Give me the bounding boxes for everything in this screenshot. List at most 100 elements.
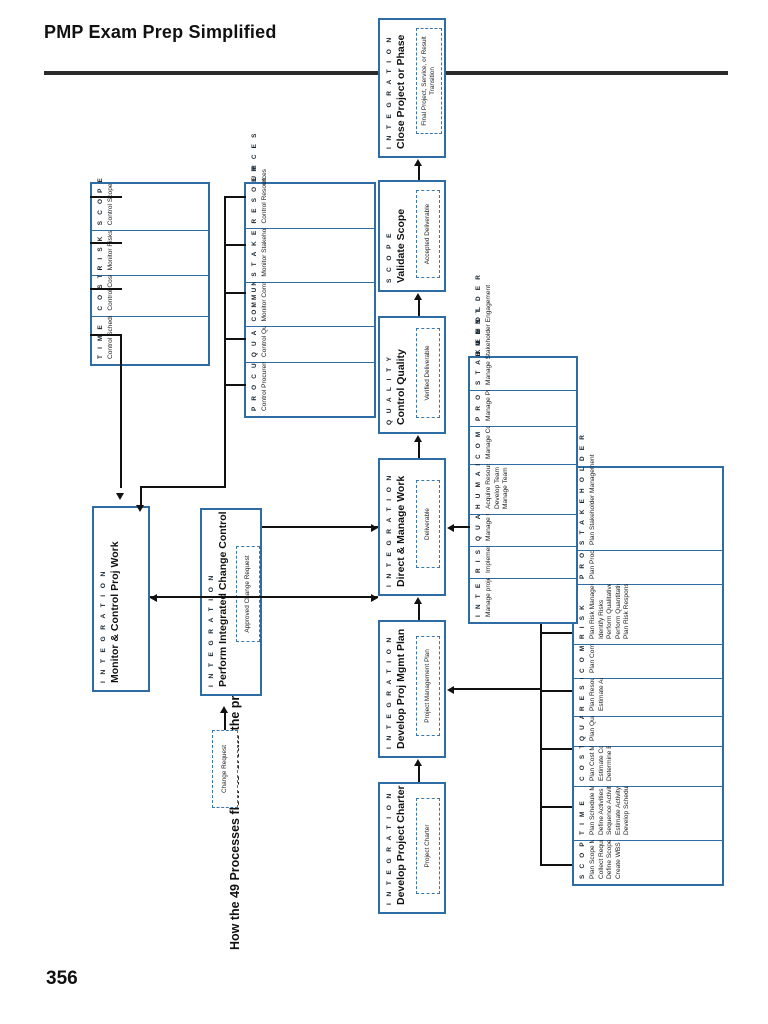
ka-group-cell: Q U A L I T Y Control Quality bbox=[246, 291, 374, 363]
connector-controlquality-to-validatescope bbox=[418, 299, 420, 316]
input-change-request: Change Request bbox=[212, 730, 238, 808]
process-direct-and-manage-work: I N T E G R A T I O N Direct & Manage Wo… bbox=[378, 458, 446, 596]
ka-group-cell: H U M A N R E S O U R C E Acquire Resour… bbox=[470, 373, 576, 514]
figure-rotated-canvas: How the 49 Processes flow to create the … bbox=[0, 18, 768, 958]
process-name: Direct & Manage Work bbox=[395, 475, 407, 587]
arrowhead bbox=[136, 505, 144, 512]
output-verified-deliverable: Verified Deliverable bbox=[416, 328, 440, 418]
ka-group-cell: S t a k e h o l d e r Monitor Stakeholde… bbox=[246, 165, 374, 282]
process-item: Monitor Risks bbox=[107, 230, 114, 271]
process-item: Manage Stakeholder Engagement bbox=[485, 284, 492, 385]
process-item: Define Activities bbox=[597, 788, 605, 835]
ka-label: T I M E bbox=[97, 323, 104, 359]
process-close-project-or-phase: I N T E G R A T I O N Close Project or P… bbox=[378, 18, 446, 158]
planning-bus-drop-4 bbox=[540, 690, 572, 692]
planning-bus-drop-3 bbox=[540, 748, 572, 750]
monitoring-upper-bus bbox=[120, 336, 122, 488]
ka-group-cell: S T A K E H O L D E R Manage Stakeholder… bbox=[470, 272, 576, 390]
process-item: Plan Risk Management bbox=[589, 570, 596, 639]
process-control-quality: Q U A L I T Y Control Quality Verified D… bbox=[378, 316, 446, 434]
process-name: Develop Proj Mgmt Plan bbox=[395, 628, 407, 749]
monitoring-lower-drop-3 bbox=[224, 292, 246, 294]
ka-group-cell: P R O C U R E M E N T Manage Procurement bbox=[470, 307, 576, 426]
process-item: Create WBS bbox=[614, 842, 622, 879]
process-name: Develop Project Charter bbox=[395, 785, 407, 905]
ka-label: I N T E G R A T I O N bbox=[386, 635, 393, 749]
monitoring-lower-to-mc bbox=[140, 486, 142, 506]
output-project-management-plan: Project Management Plan bbox=[416, 636, 440, 736]
ka-label: P R O C U R E M E N T bbox=[251, 297, 258, 411]
ka-label: COMMUNICATIONS bbox=[251, 231, 258, 321]
process-item: Manage Communications bbox=[485, 384, 494, 459]
ka-label: I N T E G R A T I O N bbox=[100, 569, 107, 683]
connector-charter-to-plan bbox=[418, 765, 420, 782]
process-item: Sequence Activities bbox=[606, 777, 614, 835]
output-deliverable: Deliverable bbox=[416, 480, 440, 568]
ka-label: S C O P E bbox=[386, 231, 393, 283]
ka-label: C O S T bbox=[579, 742, 586, 781]
process-perform-integrated-change-control: I N T E G R A T I O N Perform Integrated… bbox=[200, 508, 262, 696]
connector-changerequest-to-picc bbox=[224, 712, 226, 730]
process-item: Monitor Communications bbox=[261, 248, 268, 322]
process-item: Determine Budget bbox=[606, 727, 614, 781]
ka-label: R I S K S bbox=[97, 223, 104, 271]
ka-label: H U M A N R E S O U R C E bbox=[475, 373, 482, 509]
output-approved-change-request: Approved Change Request bbox=[236, 546, 260, 642]
ka-group-cell: R I S K Plan Risk Management Identify Ri… bbox=[574, 538, 722, 644]
monitoring-lower-drop-2 bbox=[224, 338, 246, 340]
process-monitor-and-control-proj-work: I N T E G R A T I O N Monitor & Control … bbox=[92, 506, 150, 692]
monitoring-upper-drop-2 bbox=[90, 288, 122, 290]
process-item: Plan Communications Management bbox=[589, 569, 598, 673]
process-item: Manage Quality bbox=[485, 494, 492, 541]
ka-label: S T A K E H O L D E R bbox=[475, 272, 482, 385]
process-item: Control Resources bbox=[261, 168, 268, 224]
ka-label: S C O P E bbox=[97, 176, 104, 226]
connector-plan-to-direct bbox=[418, 603, 420, 620]
monitoring-lower-drop-4 bbox=[224, 244, 246, 246]
ka-group-cell: C O M M U N I C A T I O N S Plan Communi… bbox=[574, 531, 722, 678]
planning-process-group: S C O P E Plan Scope Management Collect … bbox=[572, 432, 724, 886]
monitoring-upper-drop-1 bbox=[90, 334, 122, 336]
book-title: PMP Exam Prep Simplified bbox=[44, 22, 277, 42]
process-item: Manage project knowledge bbox=[485, 538, 494, 617]
ka-label: Q U A L I T Y bbox=[475, 474, 482, 541]
ka-label: R e s o u r c e s bbox=[251, 131, 258, 224]
process-name: Close Project or Phase bbox=[395, 34, 407, 149]
ka-label: C O M M U N I C A T I O N S bbox=[475, 317, 482, 459]
ka-label: S t a k e h o l d e r bbox=[251, 165, 258, 277]
output-final-project-transition: Final Project, Service, or Result Transi… bbox=[416, 28, 442, 134]
monitoring-lower-drop-5 bbox=[224, 196, 246, 198]
process-name: Validate Scope bbox=[395, 208, 407, 283]
connector-validatescope-to-close bbox=[418, 165, 420, 180]
arrowhead bbox=[371, 524, 378, 532]
ka-group-cell: C O S T Control Costs bbox=[92, 271, 208, 316]
process-item: Implement Risk Response bbox=[485, 496, 494, 573]
arrowhead bbox=[447, 524, 454, 532]
ka-label: T I M E bbox=[579, 799, 586, 835]
process-item: Identify Risks bbox=[597, 599, 605, 639]
ka-group-cell: R e s o u r c e s Control Resources bbox=[246, 131, 374, 229]
ka-label: S T A K E H O L D E R bbox=[579, 432, 586, 545]
ka-label: S C O P E bbox=[579, 829, 586, 879]
planning-riser-to-plan bbox=[454, 688, 542, 690]
ka-group-cell: S T A K E H O L D E R Plan Stakeholder M… bbox=[574, 432, 722, 550]
monitoring-lower-drop-1 bbox=[224, 384, 246, 386]
process-item: Estimate Activity Duration bbox=[614, 760, 622, 835]
process-develop-proj-mgmt-plan: I N T E G R A T I O N Develop Proj Mgmt … bbox=[378, 620, 446, 758]
ka-label: I N T E G R A T I O N bbox=[208, 573, 215, 687]
ka-group-cell: Q U A L I T Y Manage Quality bbox=[470, 474, 576, 546]
process-item: Manage Procurement bbox=[485, 358, 494, 421]
arrowhead bbox=[371, 594, 378, 602]
process-item: Develop Team bbox=[493, 466, 501, 509]
process-item: Plan Stakeholder Management bbox=[589, 454, 596, 545]
process-name: Monitor & Control Proj Work bbox=[109, 541, 121, 683]
process-item: Manage Team bbox=[502, 467, 510, 509]
ka-group-cell: Q U A L I T Y Plan Quality Management bbox=[574, 665, 722, 746]
arrowhead bbox=[414, 435, 422, 442]
arrowhead bbox=[150, 594, 157, 602]
ka-group-cell: I N T E G R A T I O N Manage project kno… bbox=[470, 509, 576, 622]
process-item: Collect Requirements bbox=[597, 815, 605, 879]
monitoring-group-upper: T I M E Control Schedule C O S T Control… bbox=[90, 176, 210, 366]
arrowhead bbox=[220, 706, 228, 713]
ka-label: Q U A L I T Y bbox=[251, 291, 258, 358]
